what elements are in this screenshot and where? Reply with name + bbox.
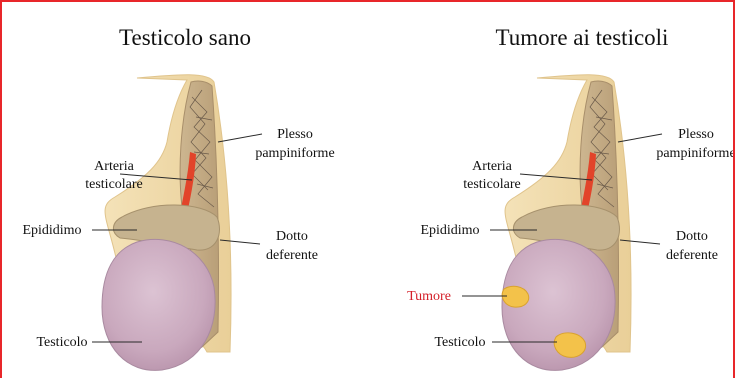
panel-healthy: Testicolo sano Plesso pampiniforme Arter…: [22, 25, 334, 370]
panel-tumor: Tumore ai testicoli Plesso pampiniforme …: [407, 25, 735, 370]
label-arteria-line2: testicolare: [85, 177, 143, 192]
label-dotto-line1: Dotto: [276, 229, 308, 244]
label-dotto-line2: deferente: [266, 248, 318, 263]
label-testicolo: Testicolo: [36, 335, 87, 350]
label-testicolo: Testicolo: [434, 335, 485, 350]
label-epididimo: Epididimo: [420, 223, 479, 238]
tumor-anatomy: [502, 75, 631, 371]
label-dotto-line2: deferente: [666, 248, 718, 263]
leader-plesso: [618, 134, 662, 142]
tumor-mass-upper: [502, 286, 529, 307]
label-plesso-line1: Plesso: [678, 127, 714, 142]
label-arteria-line1: Arteria: [94, 159, 134, 174]
panel-title: Testicolo sano: [119, 25, 251, 50]
healthy-anatomy: [102, 75, 231, 371]
panel-title: Tumore ai testicoli: [496, 25, 669, 50]
label-arteria-line2: testicolare: [463, 177, 521, 192]
tumor-mass-lower: [554, 333, 585, 357]
label-plesso-line2: pampiniforme: [255, 146, 334, 161]
label-epididimo: Epididimo: [22, 223, 81, 238]
label-plesso-line2: pampiniforme: [656, 146, 735, 161]
label-dotto-line1: Dotto: [676, 229, 708, 244]
label-plesso-line1: Plesso: [277, 127, 313, 142]
label-arteria-line1: Arteria: [472, 159, 512, 174]
leader-plesso: [218, 134, 262, 142]
label-tumore: Tumore: [407, 289, 451, 304]
